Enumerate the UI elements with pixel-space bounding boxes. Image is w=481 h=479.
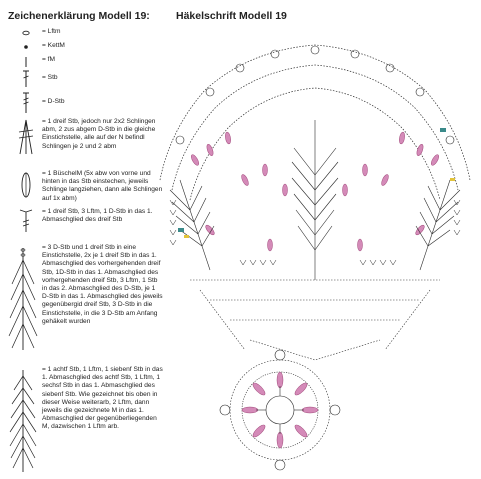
legend-text: = fM: [42, 56, 56, 63]
pineapple-fan-icon: [6, 244, 40, 354]
double-treble-icon: [6, 92, 40, 114]
lower-chain-grid: [190, 279, 440, 361]
legend-text: = 3 D-Stb und 1 dreif Stb in eine Einsti…: [42, 244, 163, 325]
legend-text: = KettM: [42, 42, 65, 49]
legend-text: = 1 BüschelM (5x abw von vorne und hinte…: [42, 170, 163, 202]
color-accents: [178, 128, 455, 238]
legend-text: = 1 dreif Stb, jedoch nur 2x2 Schlingen …: [42, 118, 156, 150]
chain-stitch-icon: [6, 28, 40, 38]
single-crochet-icon: [6, 56, 40, 68]
chevron-rows: [169, 199, 461, 266]
legend-text: = D-Stb: [42, 98, 65, 105]
legend-text: = Stb: [42, 74, 58, 81]
center-medallion: [229, 359, 331, 461]
pineapple-fan-right: [415, 179, 461, 271]
legend-text: = Lftm: [42, 28, 61, 35]
pineapple-fan-center: [291, 120, 339, 280]
treble-icon: [6, 70, 40, 88]
slip-stitch-icon: [6, 42, 40, 52]
picot-loops: [175, 45, 455, 145]
leaf-stitch-icon: [6, 366, 40, 476]
legend-heading: Zeichenerklärung Modell 19:: [8, 10, 150, 22]
treble-group-icon: [6, 208, 40, 234]
legend-text: = 1 achtf Stb, 1 Lftm, 1 siebenf Stb in …: [42, 366, 163, 431]
pineapple-fan-left: [169, 179, 215, 271]
chart-heading: Häkelschrift Modell 19: [176, 10, 287, 22]
triple-treble-cluster-icon: [6, 118, 40, 158]
medallion-picots: [219, 349, 341, 471]
outer-chain-border: [159, 44, 471, 201]
legend-text: = 1 dreif Stb, 3 Lftm, 1 D-Stb in das 1.…: [42, 208, 153, 224]
puff-stitch-marks: [191, 131, 439, 252]
puff-stitch-icon: [6, 170, 40, 200]
crochet-chart: [159, 44, 471, 471]
